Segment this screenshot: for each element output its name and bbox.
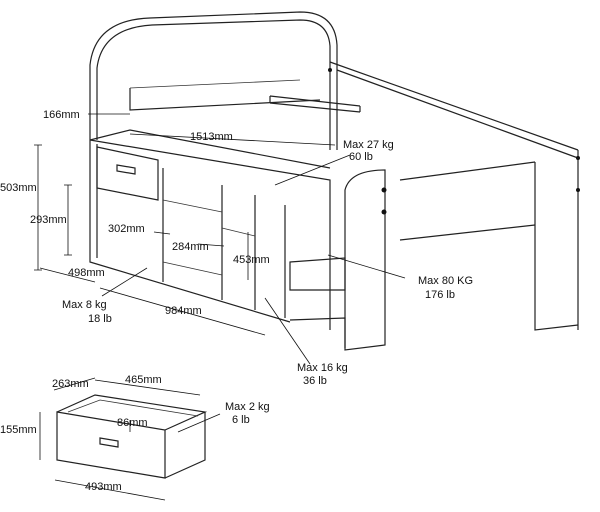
labels: 166mm 1513mm 503mm 293mm 302mm 284mm 453…	[0, 109, 473, 493]
bed-frame	[89, 11, 580, 351]
dimension-lines	[34, 113, 406, 365]
dim-166: 166mm	[43, 109, 80, 121]
dim-498: 498mm	[68, 267, 105, 279]
dim-155: 155mm	[0, 424, 37, 436]
load-bed-lb: 176 lb	[425, 289, 455, 301]
dim-293: 293mm	[30, 214, 67, 226]
load-top-shelf-lb: 60 lb	[349, 151, 373, 163]
dim-1513: 1513mm	[190, 131, 233, 143]
load-drawer-lb: 6 lb	[232, 414, 250, 426]
dim-302: 302mm	[108, 223, 145, 235]
load-drawer-kg: Max 2 kg	[225, 401, 270, 413]
dim-453: 453mm	[233, 254, 270, 266]
dim-284: 284mm	[172, 241, 209, 253]
load-left-shelf-kg: Max 8 kg	[62, 299, 107, 311]
dim-503: 503mm	[0, 182, 37, 194]
dim-263: 263mm	[52, 378, 89, 390]
dim-86: 86mm	[117, 417, 148, 429]
dim-984: 984mm	[165, 305, 202, 317]
load-mid-shelf-lb: 36 lb	[303, 375, 327, 387]
load-left-shelf-lb: 18 lb	[88, 313, 112, 325]
dim-465: 465mm	[125, 374, 162, 386]
dim-493: 493mm	[85, 481, 122, 493]
load-mid-shelf-kg: Max 16 kg	[297, 362, 348, 374]
drawer-detail	[39, 377, 221, 501]
load-top-shelf-kg: Max 27 kg	[343, 139, 394, 151]
load-bed-kg: Max 80 KG	[418, 275, 473, 287]
